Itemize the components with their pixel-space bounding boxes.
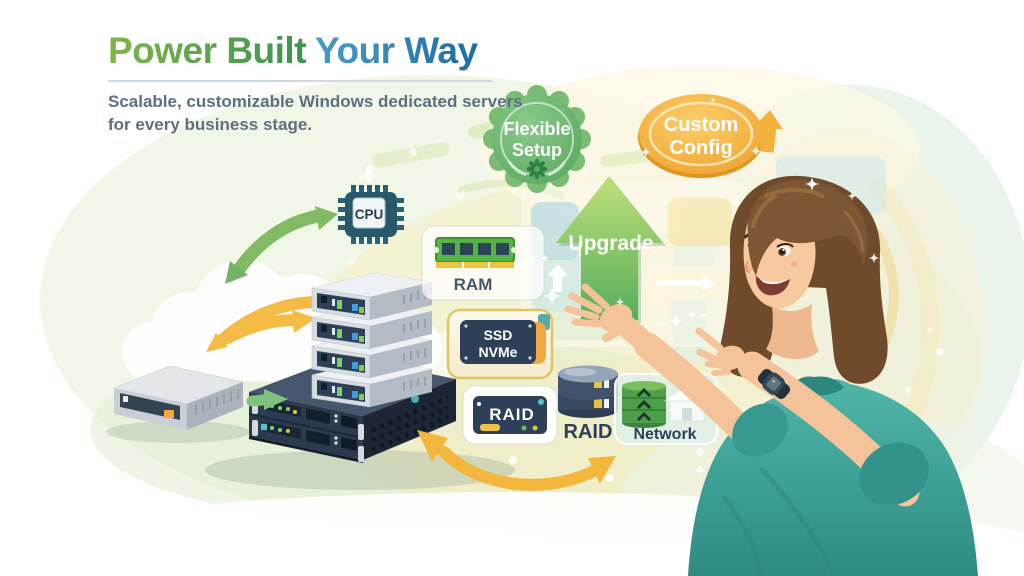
woman-illustration	[564, 175, 978, 576]
ssd-card: SSD NVMe	[446, 308, 554, 380]
custom-config-label-line1: Custom	[664, 114, 738, 136]
ram-stick-icon	[433, 237, 517, 268]
migrate-right-arrow-icon	[222, 310, 316, 344]
raid-controller-card: RAID	[462, 385, 558, 445]
raid-controller-label: RAID	[489, 405, 535, 424]
subtitle-line-1: Scalable, customizable Windows dedicated…	[108, 91, 523, 111]
exchange-curved-arrow-icon	[417, 430, 616, 491]
ram-label: RAM	[454, 275, 493, 294]
down-arrow-icon	[362, 166, 376, 183]
orange-up-arrow-icon	[754, 110, 784, 153]
upgrade-label: Upgrade	[568, 232, 653, 255]
hair-highlights	[751, 188, 865, 252]
ssd-label-line2: NVMe	[479, 344, 518, 360]
flexible-setup-label-line2: Setup	[512, 140, 562, 160]
network-label: Network	[633, 426, 696, 443]
up-arrow-icon	[547, 264, 568, 292]
cpu-label: CPU	[355, 207, 384, 222]
custom-config-label-line2: Config	[669, 137, 732, 159]
woman-sleeve-right	[732, 403, 788, 457]
woman-sleeve-left	[859, 442, 929, 506]
cpu-chip-icon: CPU	[338, 166, 404, 244]
raid-disks-icon: RAID	[558, 365, 618, 443]
ram-card: RAM	[421, 225, 545, 301]
woman-arm-open-palm	[564, 283, 756, 444]
scale-right-arrow-icon	[246, 389, 288, 410]
network-switch-icon	[622, 381, 666, 428]
title-divider	[108, 79, 493, 82]
badge-custom-config: Custom Config	[638, 94, 764, 178]
title-accent-blue: Your Way	[315, 30, 478, 71]
woman-neck	[766, 304, 819, 360]
cpu-curved-arrow-icon	[225, 206, 338, 284]
server-stack	[311, 272, 433, 408]
title-accent-green: Power Built	[108, 30, 307, 71]
subtitle-line-2: for every business stage.	[108, 115, 313, 134]
gear-icon	[526, 158, 548, 180]
holo-right-arrow-card	[645, 266, 727, 300]
ssd-nvme-icon: SSD NVMe	[460, 314, 550, 364]
smartwatch-icon	[757, 368, 791, 400]
ssd-label-line1: SSD	[484, 327, 513, 343]
flexible-setup-label-line1: Flexible	[503, 119, 570, 139]
raid-storage-label: RAID	[564, 421, 613, 443]
mini-server-power-button	[164, 410, 174, 418]
badge-flexible-setup: Flexible Setup	[483, 85, 591, 193]
raid-controller-icon: RAID	[473, 396, 547, 434]
flow-arrows	[206, 206, 338, 352]
mini-server	[106, 365, 250, 443]
woman-front-hair	[747, 179, 868, 276]
